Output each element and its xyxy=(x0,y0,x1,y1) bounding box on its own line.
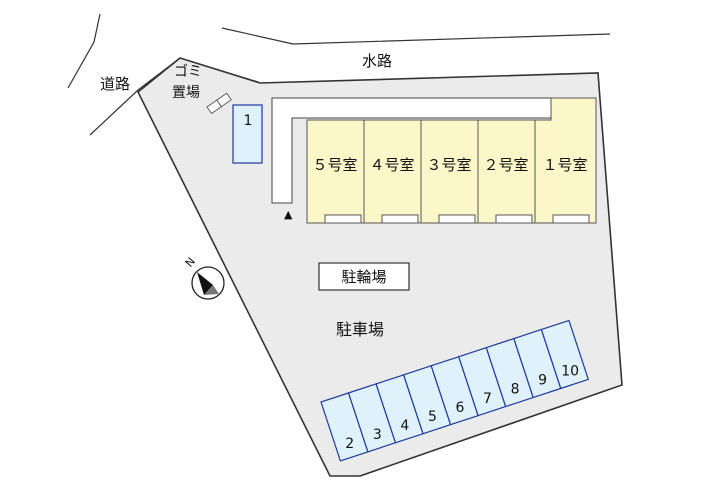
room-4-label: ４号室 xyxy=(369,156,414,174)
room-row: ５号室 ４号室 ３号室 ２号室 １号室 xyxy=(306,97,597,224)
trash-area-label-1: ゴミ xyxy=(174,63,202,80)
parking-slot-8-label: 8 xyxy=(511,382,520,398)
road-label: 道路 xyxy=(100,75,130,93)
room-4-door xyxy=(381,214,419,224)
room-1-label: １号室 xyxy=(542,156,587,174)
room-5-door xyxy=(324,214,362,224)
compass-needle-icon xyxy=(197,272,213,295)
room-3 xyxy=(420,119,479,224)
parking-slot-row: 2 3 4 5 6 7 8 9 10 xyxy=(320,319,590,462)
parking-row: 2 3 4 5 6 7 8 9 10 xyxy=(320,319,590,462)
water-channel-label: 水路 xyxy=(362,52,392,70)
room-1-door xyxy=(552,214,590,224)
parking-slot-6-label: 6 xyxy=(456,400,465,416)
compass-north-label: N xyxy=(183,255,198,270)
trash-bin-2 xyxy=(216,92,232,108)
room-3-door xyxy=(438,214,476,224)
parking-slot-4-label: 4 xyxy=(400,418,409,434)
room-2-door xyxy=(495,214,533,224)
parking-slot-10: 10 xyxy=(540,319,590,390)
room-5 xyxy=(306,119,365,224)
room-3-label: ３号室 xyxy=(426,156,471,174)
bicycle-parking-label: 駐輪場 xyxy=(341,268,386,286)
road-line-upper xyxy=(67,13,101,89)
room-2-label: ２号室 xyxy=(483,156,528,174)
bicycle-parking-box xyxy=(318,262,410,291)
parking-slot-2-label: 2 xyxy=(345,436,354,452)
parking-slot-5-label: 5 xyxy=(428,409,437,425)
parking-slot-3-label: 3 xyxy=(373,427,382,443)
parking-slot-7-label: 7 xyxy=(483,391,492,407)
parking-slot-10-label: 10 xyxy=(561,364,579,380)
room-5-label: ５号室 xyxy=(312,156,357,174)
parking-slot-1-label: 1 xyxy=(244,113,253,129)
entrance-triangle-icon: ▲ xyxy=(284,208,293,221)
trash-area-label-2: 置場 xyxy=(172,85,200,101)
water-channel-upper-line xyxy=(221,27,611,45)
compass: N xyxy=(183,255,225,300)
room-2 xyxy=(477,119,536,224)
trash-area-icon xyxy=(206,92,232,115)
car-parking-label: 駐車場 xyxy=(336,320,384,339)
parking-slot-10-box xyxy=(540,319,590,390)
room-1 xyxy=(534,97,597,224)
compass-needle-tail-icon xyxy=(204,285,219,295)
parking-slot-1 xyxy=(232,104,263,164)
parking-slot-9-label: 9 xyxy=(538,373,547,389)
